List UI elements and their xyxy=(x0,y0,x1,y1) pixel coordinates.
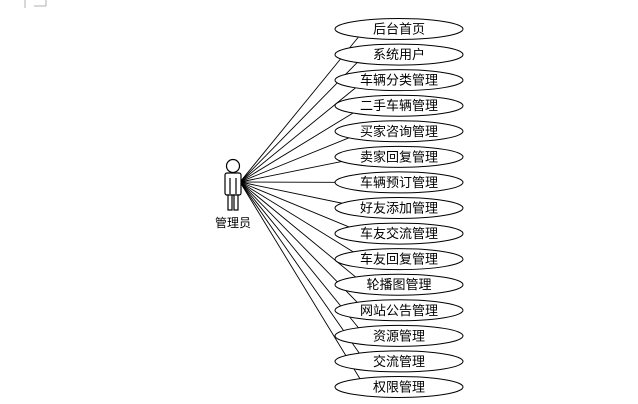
use-case-label: 权限管理 xyxy=(373,380,425,396)
use-case-ellipse xyxy=(334,273,464,296)
association-line xyxy=(239,181,366,260)
association-line xyxy=(239,79,366,183)
use-case-item: 卖家回复管理 xyxy=(334,145,464,168)
use-case-item: 车友回复管理 xyxy=(334,248,464,271)
use-case-ellipse xyxy=(334,171,464,194)
use-case-label: 车友回复管理 xyxy=(360,252,438,268)
association-line xyxy=(239,130,366,183)
use-case-label: 买家咨询管理 xyxy=(360,124,438,140)
association-line xyxy=(239,181,366,234)
use-case-ellipse xyxy=(334,43,464,66)
use-case-item: 轮播图管理 xyxy=(334,273,464,296)
association-line xyxy=(239,181,366,286)
use-case-label: 卖家回复管理 xyxy=(360,149,438,165)
use-case-list: 后台首页系统用户车辆分类管理二手车辆管理买家咨询管理卖家回复管理车辆预订管理好友… xyxy=(334,18,464,398)
use-case-label: 后台首页 xyxy=(373,23,425,38)
use-case-label: 车辆预订管理 xyxy=(360,175,438,191)
actor-label: 管理员 xyxy=(215,215,251,230)
use-case-ellipse xyxy=(334,222,464,245)
use-case-ellipse xyxy=(334,120,464,143)
use-case-label: 车辆分类管理 xyxy=(360,73,438,89)
use-case-label: 网站公告管理 xyxy=(360,304,438,319)
use-case-item: 系统用户 xyxy=(334,43,464,66)
use-case-item: 交流管理 xyxy=(334,350,464,373)
stick-figure-icon xyxy=(224,158,242,211)
actor-administrator: 管理员 xyxy=(215,158,251,230)
use-case-ellipse xyxy=(334,197,464,219)
use-case-item: 二手车辆管理 xyxy=(334,94,464,117)
use-case-item: 买家咨询管理 xyxy=(334,120,464,143)
use-case-label: 轮播图管理 xyxy=(366,278,431,293)
use-case-label: 资源管理 xyxy=(373,329,425,344)
use-case-item: 好友添加管理 xyxy=(334,197,464,219)
use-case-item: 车友交流管理 xyxy=(334,222,464,245)
page-corner-marks xyxy=(24,0,47,8)
use-case-ellipse xyxy=(334,18,464,40)
use-case-label: 二手车辆管理 xyxy=(360,98,438,114)
use-case-ellipse xyxy=(334,145,464,168)
use-case-ellipse xyxy=(334,248,464,271)
use-case-label: 车友交流管理 xyxy=(360,226,438,242)
association-lines xyxy=(239,28,366,388)
use-case-item: 网站公告管理 xyxy=(334,299,464,322)
use-case-ellipse xyxy=(334,376,464,398)
use-case-item: 车辆预订管理 xyxy=(334,171,464,194)
use-case-label: 好友添加管理 xyxy=(360,201,438,217)
use-case-item: 后台首页 xyxy=(334,18,464,40)
use-case-item: 权限管理 xyxy=(334,376,464,398)
use-case-ellipse xyxy=(334,324,464,347)
use-case-ellipse xyxy=(334,94,464,117)
use-case-ellipse xyxy=(334,69,464,92)
use-case-ellipse xyxy=(334,299,464,322)
use-case-label: 系统用户 xyxy=(373,47,425,63)
use-case-ellipse xyxy=(334,350,464,373)
use-case-label: 交流管理 xyxy=(373,354,425,370)
association-line xyxy=(239,181,366,388)
use-case-item: 资源管理 xyxy=(334,324,464,347)
association-line xyxy=(239,105,366,183)
use-case-item: 车辆分类管理 xyxy=(334,69,464,92)
